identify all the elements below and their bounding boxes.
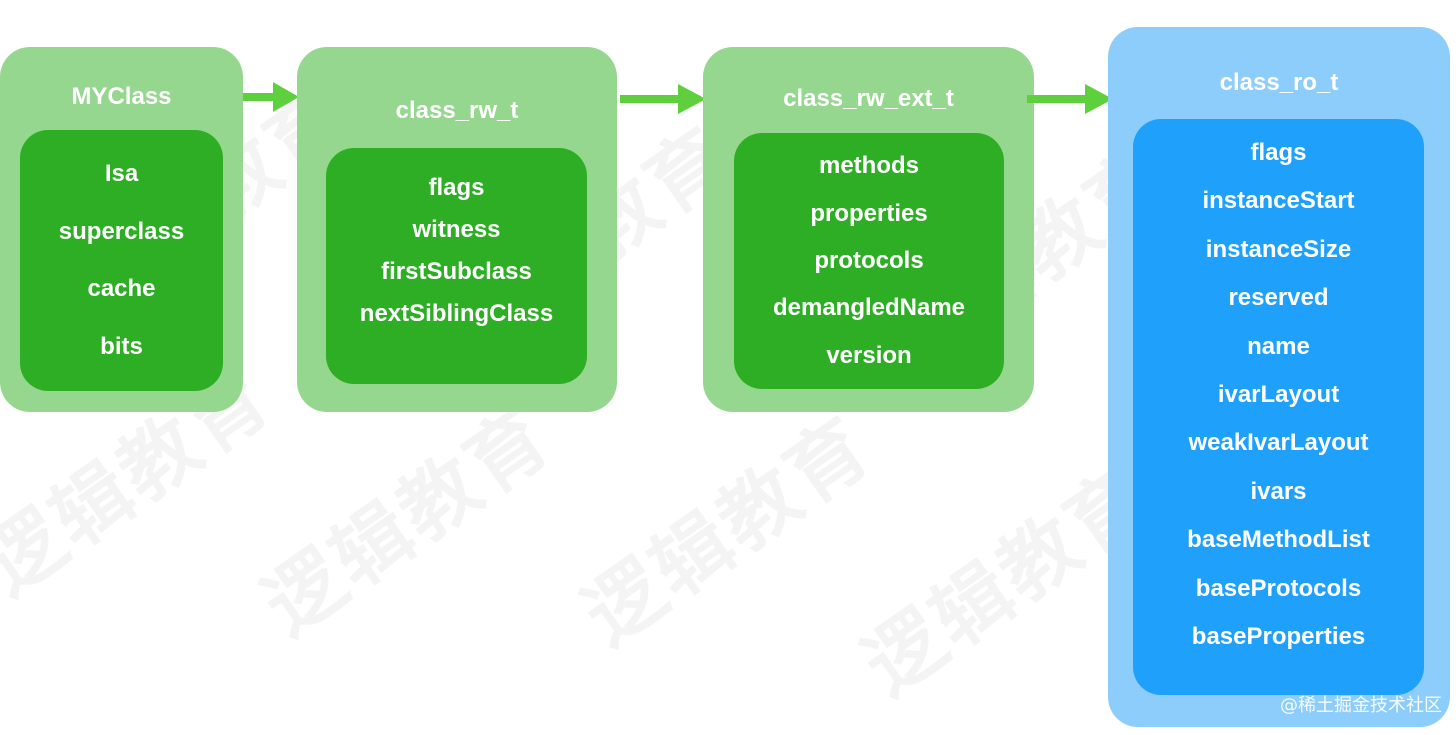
field-instance-size: instanceSize <box>1205 235 1352 263</box>
field-next-sibling-class: nextSiblingClass <box>359 300 554 327</box>
class-ro-t-fields: flags instanceStart instanceSize reserve… <box>1133 119 1424 695</box>
class-rw-t-box: class_rw_t flags witness firstSubclass n… <box>297 47 617 412</box>
watermark-text: 逻辑教育 <box>558 386 891 666</box>
field-bits: bits <box>100 333 143 361</box>
credit-text: @稀土掘金技术社区 <box>1280 695 1442 716</box>
field-weak-ivar-layout: weakIvarLayout <box>1188 429 1369 457</box>
field-superclass: superclass <box>58 217 185 245</box>
field-reserved: reserved <box>1228 284 1329 312</box>
field-instance-start: instanceStart <box>1202 187 1355 215</box>
class-rw-ext-t-title: class_rw_ext_t <box>783 85 954 112</box>
watermark-text: 逻辑教育 <box>238 376 571 656</box>
myclass-box: MYClass Isa superclass cache bits <box>0 47 243 412</box>
field-ivars: ivars <box>1250 477 1307 505</box>
field-base-method-list: baseMethodList <box>1187 526 1370 554</box>
arrow-right-icon <box>620 84 706 114</box>
field-witness: witness <box>412 216 501 243</box>
myclass-title: MYClass <box>71 83 172 110</box>
field-base-protocols: baseProtocols <box>1195 574 1362 602</box>
field-name: name <box>1247 332 1310 360</box>
class-rw-t-fields: flags witness firstSubclass nextSiblingC… <box>326 148 587 384</box>
field-cache: cache <box>87 275 156 303</box>
field-isa: Isa <box>104 159 139 187</box>
arrow-right-icon <box>1027 84 1113 114</box>
myclass-fields: Isa superclass cache bits <box>20 130 223 391</box>
field-flags: flags <box>428 174 485 201</box>
field-properties: properties <box>810 199 928 227</box>
class-rw-ext-t-box: class_rw_ext_t methods properties protoc… <box>703 47 1034 412</box>
field-protocols: protocols <box>814 246 924 274</box>
class-ro-t-box: class_ro_t flags instanceStart instanceS… <box>1108 27 1450 727</box>
field-base-properties: baseProperties <box>1191 622 1366 650</box>
field-flags: flags <box>1250 139 1307 166</box>
class-rw-ext-t-fields: methods properties protocols demangledNa… <box>734 133 1004 389</box>
field-version: version <box>826 341 912 369</box>
class-rw-t-title: class_rw_t <box>395 97 519 124</box>
field-methods: methods <box>818 152 919 180</box>
field-first-subclass: firstSubclass <box>381 258 532 285</box>
arrow-right-icon <box>243 82 299 112</box>
field-demangled-name: demangledName <box>772 294 966 322</box>
field-ivar-layout: ivarLayout <box>1217 380 1340 408</box>
class-ro-t-title: class_ro_t <box>1219 69 1339 96</box>
